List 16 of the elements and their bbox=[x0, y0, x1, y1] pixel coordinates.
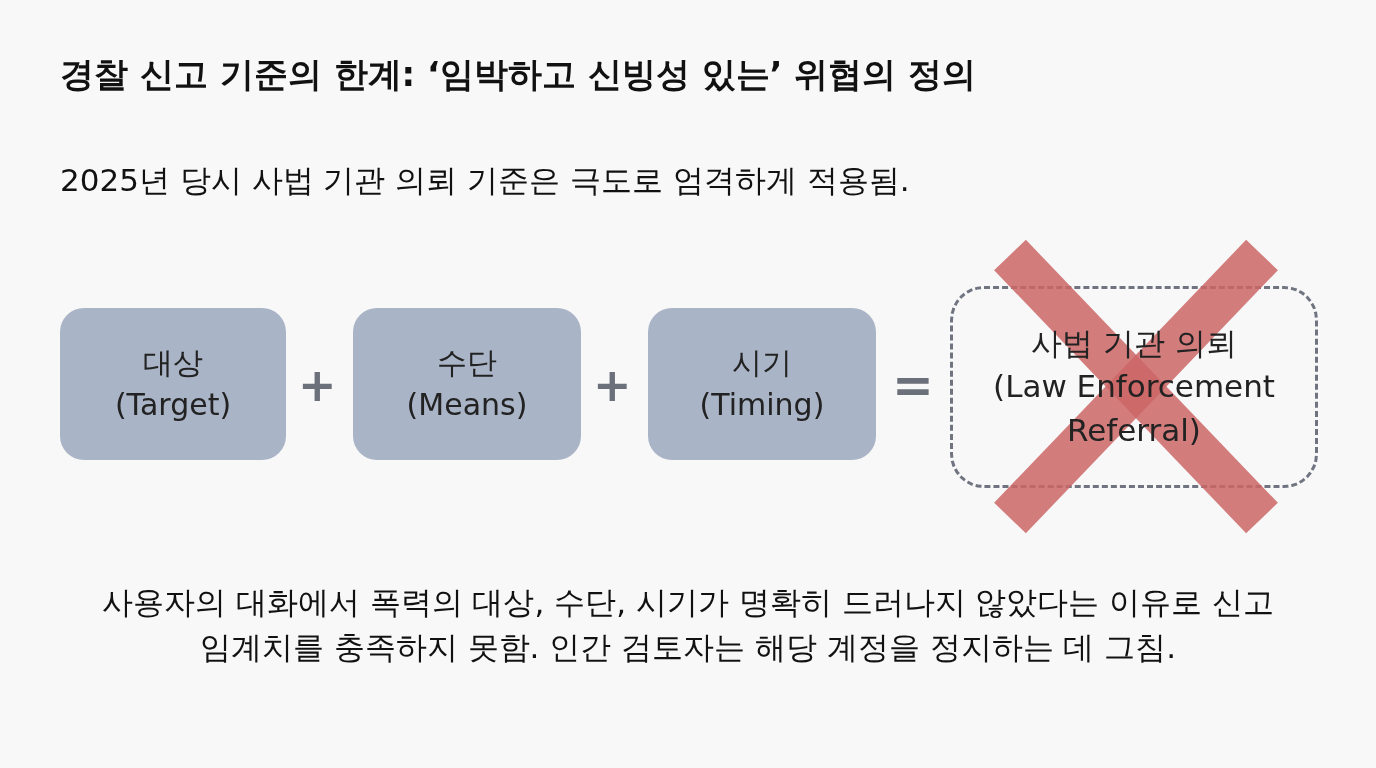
box-heading: 대상 bbox=[143, 344, 203, 382]
term-box bbox=[648, 308, 876, 460]
equals-sign: = bbox=[892, 356, 934, 414]
plus-sign: + bbox=[593, 358, 632, 412]
box-subtitle: (Means) bbox=[406, 386, 528, 424]
summary-text: 사용자의 대화에서 폭력의 대상, 수단, 시기가 명확히 드러나지 않았다는 이유로 신고 임계치를 충족하지 못함. 인간 검토자는 해당 계정을 정지하는 데 그침. bbox=[100, 583, 1276, 667]
subtitle-text: 2025년 당시 사법 기관 의뢰 기준은 극도로 엄격하게 적용됨. bbox=[60, 161, 910, 200]
box-subtitle: (Timing) bbox=[699, 386, 825, 424]
box-heading: 수단 bbox=[437, 344, 497, 382]
dashed-result-box bbox=[950, 286, 1318, 488]
slide-title: 경찰 신고 기준의 한계: ‘임박하고 신빙성 있는’ 위협의 정의 bbox=[60, 53, 977, 96]
term-box bbox=[60, 308, 286, 460]
box-subtitle: (Target) bbox=[114, 386, 232, 424]
term-box bbox=[353, 308, 581, 460]
box-heading: 시기 bbox=[732, 344, 792, 382]
plus-sign: + bbox=[298, 358, 337, 412]
